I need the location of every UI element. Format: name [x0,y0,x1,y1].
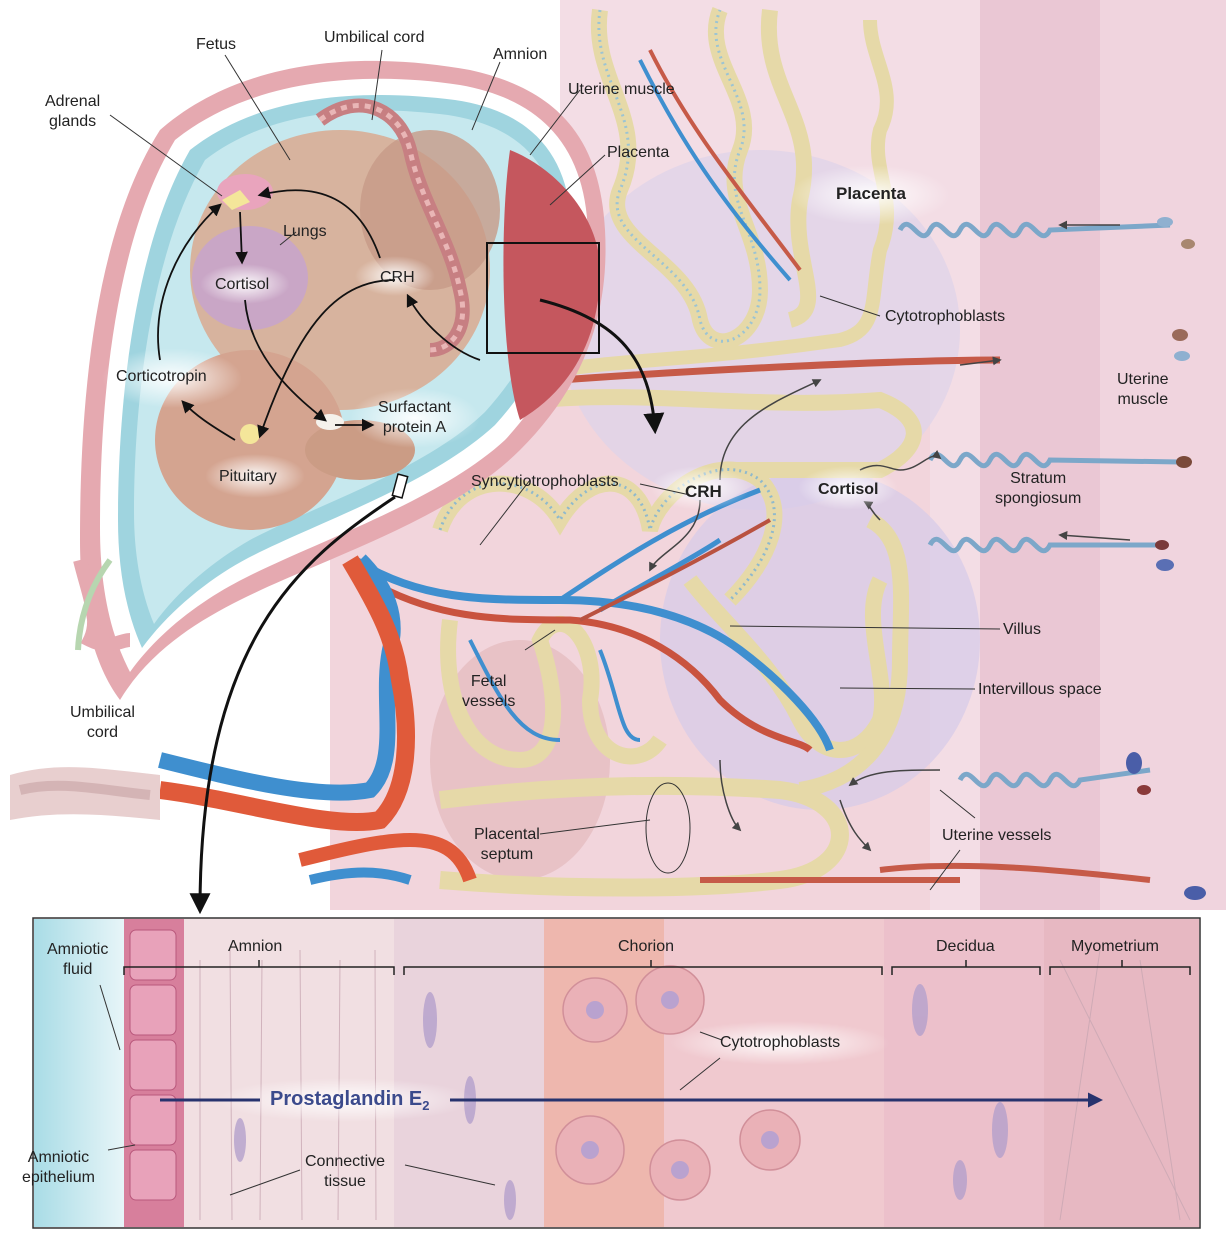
surfactant-protein-label: Surfactant protein A [378,398,451,438]
intervillous-space-label: Intervillous space [978,680,1102,700]
fetus-label: Fetus [196,35,236,55]
umbilical-cord-placenta-label: Umbilical cord [70,703,135,743]
myometrium-layer-label: Myometrium [1071,937,1159,957]
decidua-layer-label: Decidua [936,937,995,957]
crh-placenta-label: CRH [685,482,722,502]
prostaglandin-e2-label: Prostaglandin E2 [270,1088,429,1113]
prostaglandin-subscript: 2 [422,1098,429,1113]
cortisol-placenta-label: Cortisol [818,480,878,500]
stratum-spongiosum-label: Stratum spongiosum [995,469,1081,509]
cytotrophoblasts-membrane-label: Cytotrophoblasts [720,1033,840,1053]
connective-tissue-label: Connective tissue [305,1152,385,1192]
crh-label: CRH [380,268,415,288]
uterine-muscle-label: Uterine muscle [568,80,675,100]
villus-label: Villus [1003,620,1041,640]
corticotropin-label: Corticotropin [116,367,207,387]
placental-septum-label: Placental septum [474,825,540,865]
cytotrophoblasts-label: Cytotrophoblasts [885,307,1005,327]
chorion-layer-label: Chorion [618,937,674,957]
placenta-label: Placenta [607,143,669,163]
uterine-muscle-right-label: Uterine muscle [1117,370,1169,410]
amniotic-epithelium-label: Amniotic epithelium [22,1148,95,1188]
uterine-vessels-label: Uterine vessels [942,826,1051,846]
pituitary-label: Pituitary [219,467,277,487]
adrenal-glands-label: Adrenal glands [45,92,100,132]
amnion-layer-label: Amnion [228,937,282,957]
syncytiotrophoblasts-label: Syncytiotrophoblasts [471,472,619,492]
amnion-label: Amnion [493,45,547,65]
fetal-vessels-label: Fetal vessels [462,672,515,712]
lungs-label: Lungs [283,222,327,242]
cortisol-label: Cortisol [215,275,269,295]
placenta-title: Placenta [836,184,906,204]
umbilical-cord-label: Umbilical cord [324,28,424,48]
prostaglandin-text: Prostaglandin E [270,1088,422,1110]
amniotic-fluid-label: Amniotic fluid [47,940,108,980]
